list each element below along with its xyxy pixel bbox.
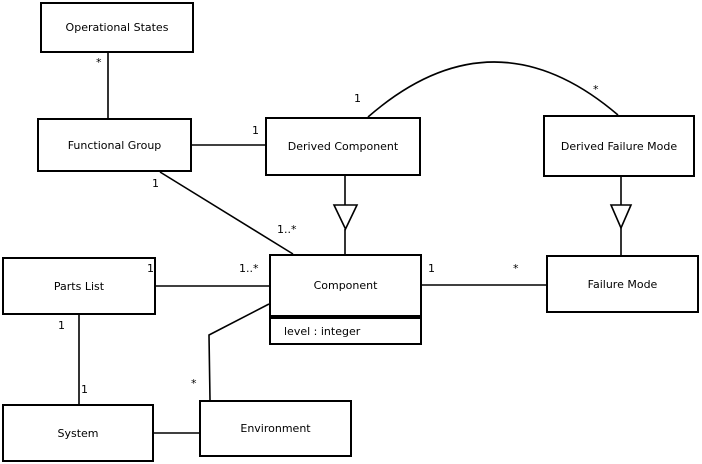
class-failure-mode[interactable]: Failure Mode bbox=[546, 255, 699, 313]
class-functional-group-label: Functional Group bbox=[67, 138, 162, 152]
multiplicity-component-failure-mode-near: 1 bbox=[428, 262, 435, 275]
multiplicity-derived-failure-mode-arc: * bbox=[593, 83, 599, 96]
multiplicity-component-failure-mode-far: * bbox=[513, 262, 519, 275]
assoc-functional-group-component bbox=[159, 171, 294, 255]
multiplicity-functional-group-component-near: 1 bbox=[152, 177, 159, 190]
multiplicity-environment-component: * bbox=[191, 377, 197, 390]
class-component-attribute-compartment[interactable]: level : integer bbox=[269, 317, 422, 345]
class-functional-group[interactable]: Functional Group bbox=[37, 118, 192, 172]
class-failure-mode-label: Failure Mode bbox=[587, 277, 658, 291]
class-derived-component[interactable]: Derived Component bbox=[265, 117, 421, 176]
class-parts-list[interactable]: Parts List bbox=[2, 257, 156, 315]
class-environment[interactable]: Environment bbox=[199, 400, 352, 457]
class-component-attribute-label: level : integer bbox=[284, 324, 361, 338]
class-component-label: Component bbox=[313, 279, 378, 292]
class-parts-list-label: Parts List bbox=[53, 279, 105, 293]
class-system[interactable]: System bbox=[2, 404, 154, 462]
multiplicity-operational-states-functional-group: * bbox=[96, 56, 102, 69]
multiplicity-parts-list-system-near: 1 bbox=[58, 319, 65, 332]
assoc-environment-component bbox=[208, 303, 270, 401]
gen-derived-failure-mode-triangle-icon bbox=[609, 204, 633, 231]
multiplicity-parts-list-component-near: 1 bbox=[147, 262, 154, 275]
class-operational-states-label: Operational States bbox=[65, 21, 169, 34]
multiplicity-functional-group-component-far: 1..* bbox=[277, 223, 297, 236]
multiplicity-parts-list-component-far: 1..* bbox=[239, 262, 259, 275]
assoc-derived-component-derived-failure-mode-arc bbox=[367, 61, 619, 118]
class-derived-failure-mode[interactable]: Derived Failure Mode bbox=[543, 115, 695, 177]
class-derived-failure-mode-label: Derived Failure Mode bbox=[560, 139, 678, 153]
multiplicity-functional-group-derived-component: 1 bbox=[252, 124, 259, 137]
multiplicity-parts-list-system-far: 1 bbox=[81, 383, 88, 396]
class-system-label: System bbox=[57, 426, 99, 440]
class-operational-states[interactable]: Operational States bbox=[40, 2, 194, 53]
class-environment-label: Environment bbox=[240, 422, 311, 435]
gen-derived-component-triangle-icon bbox=[332, 204, 359, 231]
class-derived-component-label: Derived Component bbox=[287, 140, 399, 153]
multiplicity-derived-component-arc: 1 bbox=[354, 92, 361, 105]
class-component[interactable]: Component bbox=[269, 254, 422, 317]
